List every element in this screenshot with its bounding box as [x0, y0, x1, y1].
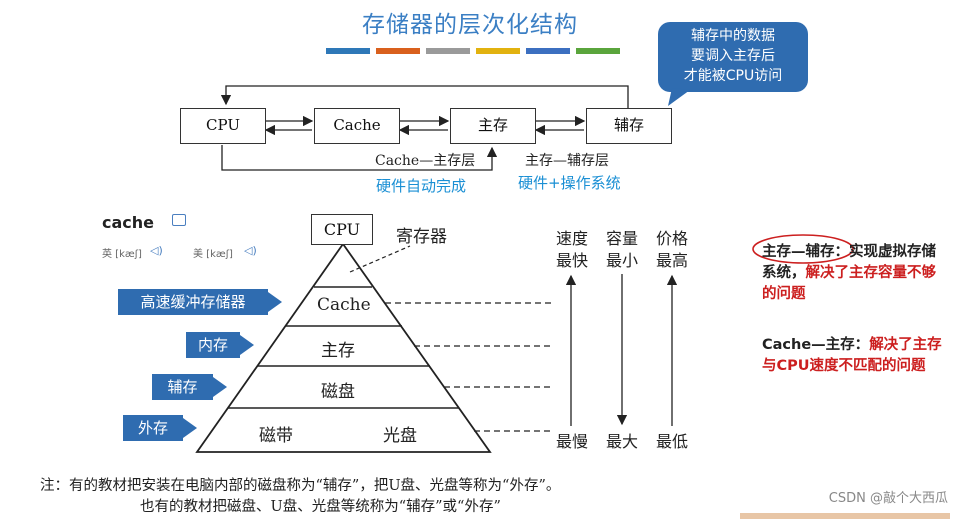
main-aux-note: 硬件+操作系统: [518, 174, 621, 192]
pyramid-cache-label: Cache: [317, 295, 371, 315]
expand-icon[interactable]: [172, 214, 186, 226]
price-top: 最高: [655, 251, 688, 270]
aux-memory-box: 辅存: [586, 108, 672, 144]
footnote-line-2: 也有的教材把磁盘、U盘、光盘等统称为“辅存”或“外存”: [140, 499, 501, 515]
callout-bubble: 辅存中的数据 要调入主存后 才能被CPU访问: [658, 22, 808, 92]
title-bar-1: [326, 48, 370, 54]
tag-external-memory: 外存: [123, 415, 183, 441]
price-head: 价格: [655, 229, 688, 248]
tag-internal-memory: 内存: [186, 332, 240, 358]
speed-head: 速度: [555, 229, 588, 248]
note-main-aux-red: 解决了主存容量不够的问题: [762, 265, 936, 302]
uk-pronunciation: 英 [kæʃ]: [102, 249, 142, 260]
slide-title: 存储器的层次化结构: [362, 12, 578, 38]
title-bar-4: [476, 48, 520, 54]
callout-line-3: 才能被CPU访问: [683, 68, 783, 84]
cache-box: Cache: [314, 108, 400, 144]
speed-top: 最快: [555, 251, 588, 270]
us-pronunciation: 美 [kæʃ]: [193, 249, 233, 260]
pyramid-disk-label: 磁盘: [321, 382, 355, 402]
note-main-aux-black: 主存—辅存：实现虚拟存储系统，: [762, 244, 936, 281]
callout-line-2: 要调入主存后: [691, 48, 775, 64]
speed-bottom: 最慢: [555, 432, 588, 451]
pyramid-tape-label: 磁带: [259, 426, 293, 446]
pyramid-main-label: 主存: [321, 341, 355, 361]
title-bar-6: [576, 48, 620, 54]
price-bottom: 最低: [655, 432, 688, 451]
note-cache-main-red: 解决了主存与CPU速度不匹配的问题: [762, 337, 942, 374]
capacity-head: 容量: [605, 229, 638, 248]
capacity-bottom: 最大: [605, 432, 638, 451]
title-bar-5: [526, 48, 570, 54]
pyramid-optical-label: 光盘: [383, 426, 417, 446]
note-cache-main: Cache—主存：解决了主存与CPU速度不匹配的问题: [762, 335, 942, 377]
note-main-aux: 主存—辅存：实现虚拟存储系统，解决了主存容量不够的问题: [762, 242, 942, 305]
register-label: 寄存器: [396, 227, 447, 247]
main-aux-layer-label: 主存—辅存层: [525, 153, 609, 169]
capacity-top: 最小: [605, 251, 638, 270]
cache-main-layer-label: Cache—主存层: [375, 153, 476, 169]
title-bar-3: [426, 48, 470, 54]
callout-line-1: 辅存中的数据: [691, 28, 775, 44]
watermark: CSDN @敲个大西瓜: [828, 491, 948, 506]
us-speaker-icon[interactable]: ◁): [244, 244, 257, 257]
dictionary-word: cache: [102, 213, 155, 232]
pyramid-cpu-box: CPU: [311, 214, 373, 245]
note-cache-main-black: Cache—主存：: [762, 337, 870, 353]
bottom-strip: [740, 513, 950, 519]
main-memory-box: 主存: [450, 108, 536, 144]
tag-cache-memory: 高速缓冲存储器: [118, 289, 268, 315]
title-bar-2: [376, 48, 420, 54]
uk-speaker-icon[interactable]: ◁): [150, 244, 163, 257]
cpu-box: CPU: [180, 108, 266, 144]
tag-auxiliary-memory: 辅存: [152, 374, 213, 400]
cache-main-note: 硬件自动完成: [376, 177, 467, 195]
footnote-line-1: 注：有的教材把安装在电脑内部的磁盘称为“辅存”，把U盘、光盘等称为“外存”。: [40, 478, 561, 494]
